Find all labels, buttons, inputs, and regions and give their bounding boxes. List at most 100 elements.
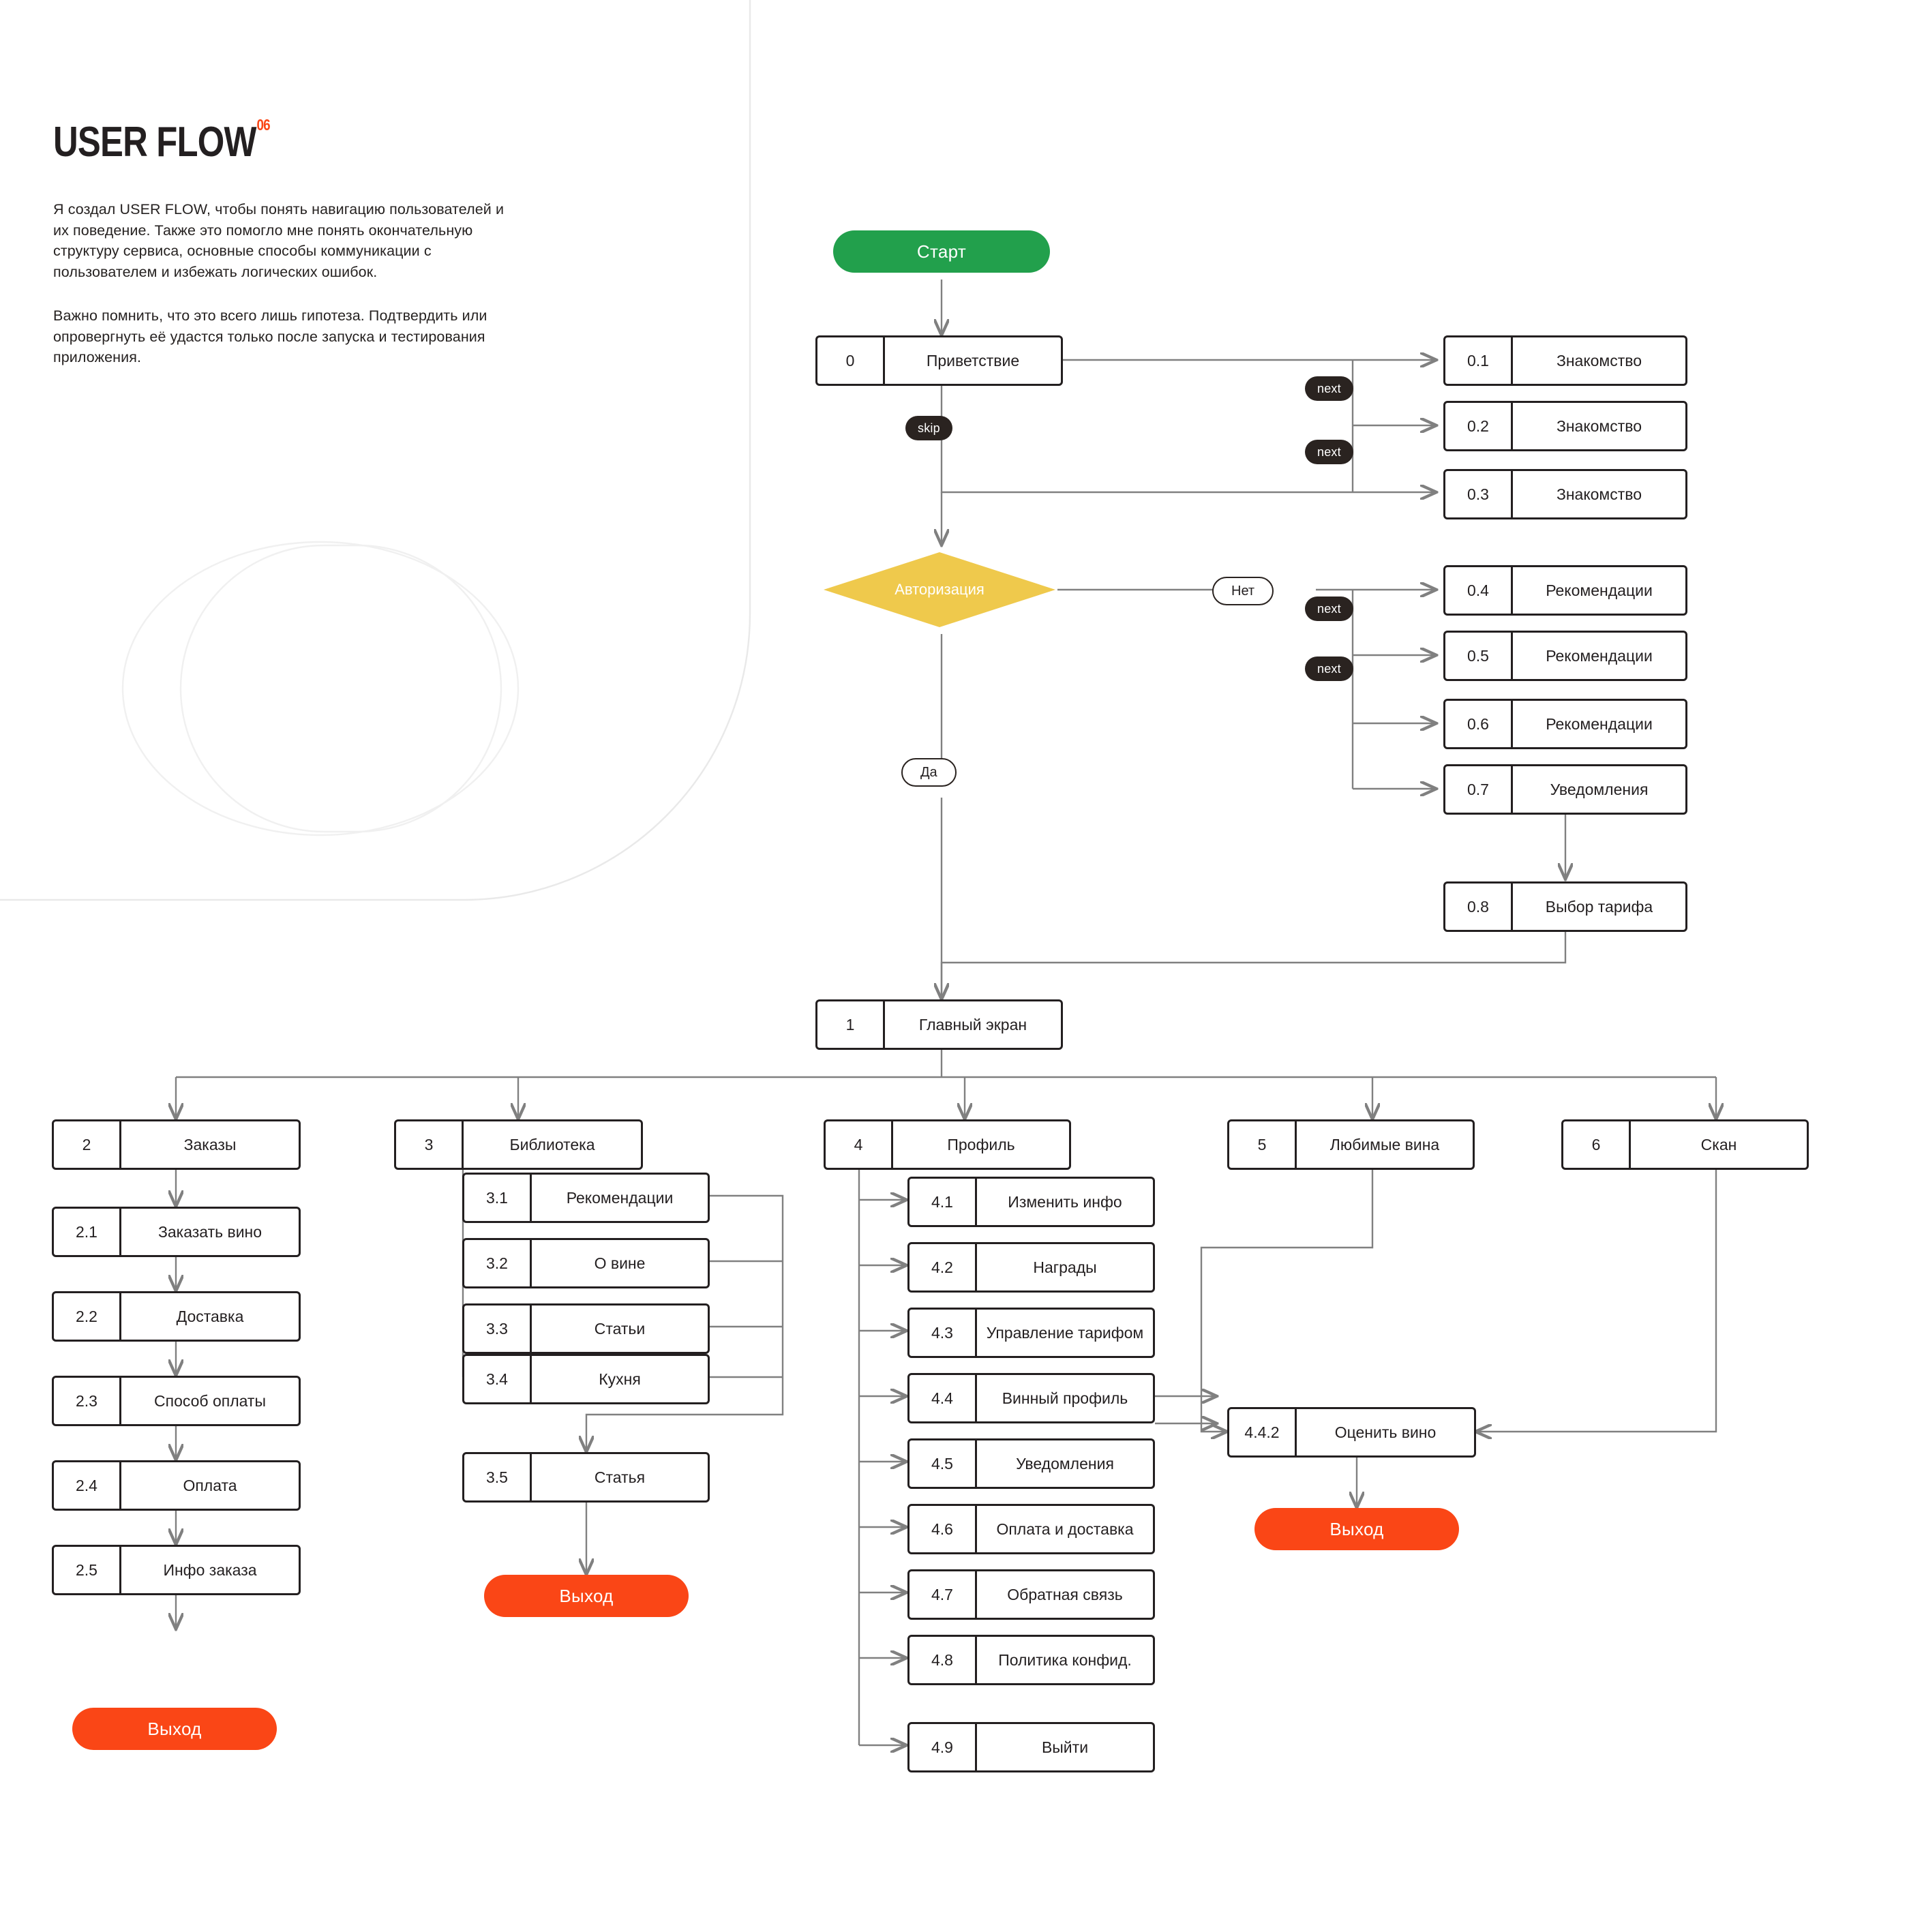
node-id: 2.4	[54, 1462, 121, 1509]
node-25-order-info[interactable]: 2.5 Инфо заказа	[52, 1545, 301, 1595]
node-label: Рекомендации	[1546, 714, 1653, 733]
node-45-notifications[interactable]: 4.5 Уведомления	[907, 1438, 1155, 1489]
decision-label: Авторизация	[895, 581, 984, 598]
start-terminator[interactable]: Старт	[833, 230, 1050, 273]
node-label: Кухня	[599, 1370, 641, 1388]
node-24-payment[interactable]: 2.4 Оплата	[52, 1460, 301, 1511]
node-label: Скан	[1700, 1135, 1737, 1153]
badge-next-label: next	[1305, 440, 1353, 464]
node-23-payment-method[interactable]: 2.3 Способ оплаты	[52, 1376, 301, 1426]
node-5-favorite-wines[interactable]: 5 Любимые вина	[1227, 1119, 1475, 1170]
node-47-feedback[interactable]: 4.7 Обратная связь	[907, 1569, 1155, 1620]
condition-no[interactable]: Нет	[1212, 577, 1274, 605]
node-id: 4.9	[910, 1724, 977, 1770]
exit-terminator-library[interactable]: Выход	[484, 1575, 689, 1617]
node-33-articles[interactable]: 3.3 Статьи	[462, 1303, 710, 1354]
badge-next-label: next	[1305, 376, 1353, 401]
node-34-cuisine[interactable]: 3.4 Кухня	[462, 1354, 710, 1404]
node-id: 0.3	[1445, 471, 1513, 517]
node-label: Рекомендации	[566, 1188, 674, 1207]
node-label: Главный экран	[918, 1015, 1027, 1033]
node-id: 6	[1563, 1121, 1631, 1168]
node-id: 4.4	[910, 1375, 977, 1421]
node-08-tariff-choice[interactable]: 0.8 Выбор тарифа	[1443, 881, 1687, 932]
node-label: Изменить инфо	[1008, 1192, 1122, 1211]
node-id: 2.5	[54, 1547, 121, 1593]
page-title-section-number: 06	[256, 116, 270, 134]
badge-next-2[interactable]: next	[1305, 440, 1353, 464]
node-44-wine-profile[interactable]: 4.4 Винный профиль	[907, 1373, 1155, 1423]
intro-paragraph-2: Важно помнить, что это всего лишь гипоте…	[53, 307, 487, 366]
node-02-acquaintance[interactable]: 0.2 Знакомство	[1443, 401, 1687, 451]
node-id: 0.1	[1445, 337, 1513, 384]
node-label: Рекомендации	[1546, 581, 1653, 599]
node-label: Заказы	[183, 1135, 237, 1153]
condition-yes[interactable]: Да	[901, 758, 957, 787]
exit-label: Выход	[1254, 1508, 1459, 1550]
node-42-awards[interactable]: 4.2 Награды	[907, 1242, 1155, 1293]
node-id: 2	[54, 1121, 121, 1168]
node-21-order-wine[interactable]: 2.1 Заказать вино	[52, 1207, 301, 1257]
badge-next-1[interactable]: next	[1305, 376, 1353, 401]
node-3-library[interactable]: 3 Библиотека	[394, 1119, 643, 1170]
node-id: 4.8	[910, 1637, 977, 1683]
node-46-payment-and-delivery[interactable]: 4.6 Оплата и доставка	[907, 1504, 1155, 1554]
exit-terminator-rate[interactable]: Выход	[1254, 1508, 1459, 1550]
badge-next-3[interactable]: next	[1305, 597, 1353, 621]
node-id: 3.5	[464, 1454, 532, 1500]
node-06-recommendations[interactable]: 0.6 Рекомендации	[1443, 699, 1687, 749]
node-label: Профиль	[947, 1135, 1015, 1153]
node-31-recommendations[interactable]: 3.1 Рекомендации	[462, 1173, 710, 1223]
node-label: Знакомство	[1556, 485, 1642, 503]
node-label: Оплата	[183, 1476, 237, 1494]
node-label: Инфо заказа	[163, 1560, 257, 1579]
node-49-logout[interactable]: 4.9 Выйти	[907, 1722, 1155, 1772]
node-05-recommendations[interactable]: 0.5 Рекомендации	[1443, 631, 1687, 681]
node-id: 4.2	[910, 1244, 977, 1290]
node-label: Уведомления	[1550, 780, 1649, 798]
node-2-orders[interactable]: 2 Заказы	[52, 1119, 301, 1170]
node-label: Приветствие	[926, 351, 1020, 369]
node-01-acquaintance[interactable]: 0.1 Знакомство	[1443, 335, 1687, 386]
node-41-edit-info[interactable]: 4.1 Изменить инфо	[907, 1177, 1155, 1227]
node-6-scan[interactable]: 6 Скан	[1561, 1119, 1809, 1170]
node-id: 4.5	[910, 1440, 977, 1487]
node-label: Уведомления	[1016, 1454, 1114, 1473]
node-442-rate-wine[interactable]: 4.4.2 Оценить вино	[1227, 1407, 1476, 1458]
page-title: USER FLOW06	[53, 117, 434, 164]
node-43-tariff-management[interactable]: 4.3 Управление тарифом	[907, 1308, 1155, 1358]
node-id: 2.1	[54, 1209, 121, 1255]
condition-no-label: Нет	[1212, 577, 1274, 605]
node-id: 4.6	[910, 1506, 977, 1552]
node-35-article[interactable]: 3.5 Статья	[462, 1452, 710, 1503]
node-07-notifications[interactable]: 0.7 Уведомления	[1443, 764, 1687, 815]
node-id: 4.7	[910, 1571, 977, 1618]
node-22-delivery[interactable]: 2.2 Доставка	[52, 1291, 301, 1342]
node-label: Статьи	[594, 1319, 646, 1338]
node-0-greeting[interactable]: 0 Приветствие	[815, 335, 1063, 386]
node-label: Управление тарифом	[986, 1323, 1144, 1342]
node-48-privacy-policy[interactable]: 4.8 Политика конфид.	[907, 1635, 1155, 1685]
badge-next-label: next	[1305, 597, 1353, 621]
badge-next-4[interactable]: next	[1305, 656, 1353, 681]
exit-label: Выход	[484, 1575, 689, 1617]
node-04-recommendations[interactable]: 0.4 Рекомендации	[1443, 565, 1687, 616]
badge-skip[interactable]: skip	[905, 416, 952, 440]
node-03-acquaintance[interactable]: 0.3 Знакомство	[1443, 469, 1687, 519]
node-id: 0.4	[1445, 567, 1513, 614]
node-id: 0.8	[1445, 884, 1513, 930]
node-label: Библиотека	[509, 1135, 595, 1153]
exit-terminator-orders[interactable]: Выход	[72, 1708, 277, 1750]
node-32-about-wine[interactable]: 3.2 О вине	[462, 1238, 710, 1288]
node-label: Политика конфид.	[998, 1650, 1132, 1669]
node-label: Выйти	[1041, 1738, 1089, 1756]
node-label: Винный профиль	[1002, 1389, 1128, 1407]
node-4-profile[interactable]: 4 Профиль	[824, 1119, 1071, 1170]
node-id: 0.2	[1445, 403, 1513, 449]
decision-authorization[interactable]: Авторизация	[824, 552, 1055, 627]
intro-body: Я создал USER FLOW, чтобы понять навигац…	[53, 199, 517, 368]
node-id: 4.1	[910, 1179, 977, 1225]
node-label: Выбор тарифа	[1545, 897, 1653, 916]
node-id: 3	[396, 1121, 464, 1168]
node-1-main-screen[interactable]: 1 Главный экран	[815, 999, 1063, 1050]
